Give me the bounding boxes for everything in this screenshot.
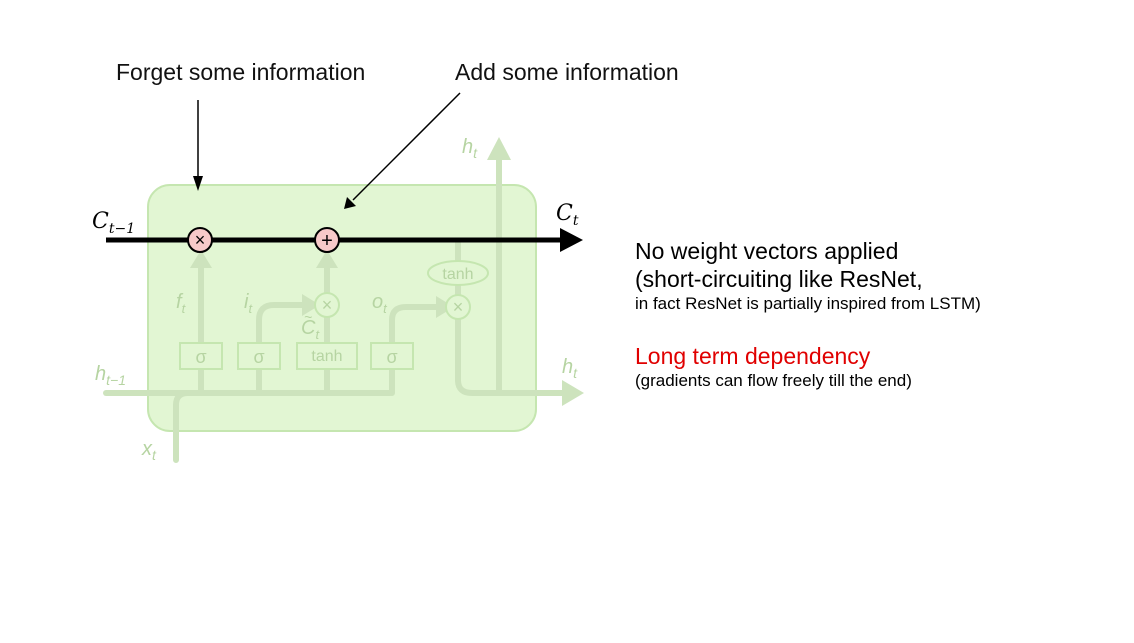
notes-dependency-block: Long term dependency (gradients can flow… xyxy=(635,342,912,392)
hidden-input-label: ht−1 xyxy=(95,363,126,388)
input-sigma-label: σ xyxy=(253,347,264,367)
input-label: xt xyxy=(141,438,157,463)
add-annotation-arrowhead xyxy=(344,197,356,209)
cell-tanh-label: tanh xyxy=(442,266,473,283)
hidden-output-right-label: ht xyxy=(562,356,578,381)
note-long-term-dependency: Long term dependency xyxy=(635,343,871,369)
output-down-line xyxy=(455,317,569,396)
hidden-output-top-label: ht xyxy=(462,136,478,161)
add-annotation: Add some information xyxy=(455,59,679,85)
cell-tanh-ellipse xyxy=(427,260,489,286)
note-gradients-flow: (gradients can flow freely till the end) xyxy=(635,371,912,390)
candidate-tanh-label: tanh xyxy=(311,348,342,365)
forget-annotation-arrowhead xyxy=(193,176,203,191)
input-gate-line xyxy=(256,302,309,396)
note-short-circuit: (short-circuiting like ResNet, xyxy=(635,266,923,292)
cell-state-arrowhead xyxy=(560,228,583,252)
add-symbol: + xyxy=(321,230,333,252)
cell-state-output-label: Ct xyxy=(556,201,579,229)
forget-annotation: Forget some information xyxy=(116,59,366,85)
forget-mult-node xyxy=(187,227,213,253)
faded-arrowheads xyxy=(190,137,584,406)
input-sigma-box xyxy=(237,342,281,370)
cell-state-input-label: Ct−1 xyxy=(92,209,135,237)
forget-gate-label: ft xyxy=(176,291,187,316)
input-gate-label: it xyxy=(244,291,253,316)
output-mult-symbol: × xyxy=(453,297,464,317)
notes-block: No weight vectors applied (short-circuit… xyxy=(635,237,981,315)
note-resnet-inspired: in fact ResNet is partially inspired fro… xyxy=(635,294,981,313)
forget-sigma-label: σ xyxy=(195,347,206,367)
input-line xyxy=(173,390,191,463)
forget-sigma-box xyxy=(179,342,223,370)
forget-mult-symbol: × xyxy=(195,230,206,250)
candidate-label: Ct xyxy=(301,317,320,342)
output-gate-label: ot xyxy=(372,291,388,316)
candidate-tanh-box xyxy=(296,342,358,370)
output-gate-line xyxy=(389,304,443,396)
candidate-tilde: ~ xyxy=(304,309,312,325)
output-mult-node xyxy=(445,294,471,320)
gate-boxes xyxy=(179,260,489,370)
output-sigma-label: σ xyxy=(386,347,397,367)
note-no-weights: No weight vectors applied xyxy=(635,238,899,264)
input-mult-node xyxy=(314,292,340,318)
add-annotation-arrow xyxy=(352,92,461,201)
add-node xyxy=(314,227,340,253)
input-mult-symbol: × xyxy=(322,295,333,315)
output-sigma-box xyxy=(370,342,414,370)
